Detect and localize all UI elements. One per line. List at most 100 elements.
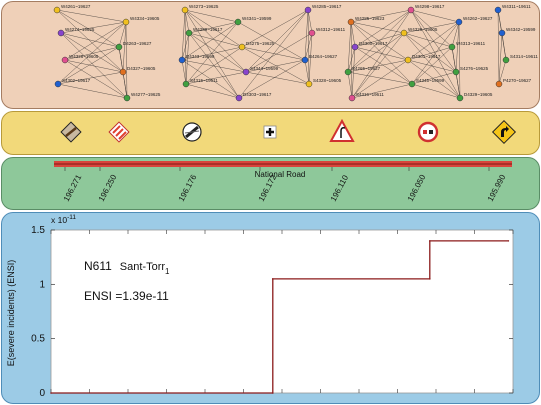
network-node-dot	[235, 94, 243, 102]
network-edge	[350, 21, 413, 85]
network-node[interactable]: W4325~19605	[400, 27, 438, 37]
network-edge	[241, 46, 306, 61]
road-tick-label: 196.271	[62, 173, 84, 203]
network-node[interactable]: P4270~19627	[495, 78, 532, 88]
network-edge	[57, 71, 124, 85]
network-node-label: S4314~19611	[510, 54, 538, 59]
network-node-dot	[455, 18, 463, 26]
network-node-dot	[502, 56, 510, 64]
network-node[interactable]: D4301~19617	[404, 54, 441, 64]
network-node-label: S4328~19605	[313, 78, 342, 83]
network-edge	[245, 59, 306, 73]
network-node[interactable]: W4312~19611	[308, 27, 346, 37]
traffic-signs-panel	[1, 111, 540, 155]
network-node[interactable]: W4289~19617	[185, 27, 223, 37]
network-node-label: D4327~19605	[127, 66, 156, 71]
network-node-label: W4312~19611	[316, 27, 346, 32]
network-node[interactable]: W4341~19599	[234, 16, 272, 26]
network-node-dot	[238, 43, 246, 51]
network-edge	[181, 21, 239, 61]
network-node[interactable]: S4345~19599	[408, 78, 445, 88]
network-node[interactable]: W4274~19625	[57, 27, 95, 37]
network-node-dot	[185, 29, 193, 37]
network-node-dot	[178, 56, 186, 64]
network-node[interactable]: W4326~19605	[61, 54, 99, 64]
network-edge	[351, 83, 413, 99]
network-edge	[184, 9, 240, 99]
network-node[interactable]: D4343~19599	[178, 54, 215, 64]
network-edge	[185, 32, 190, 85]
network-node-label: W4274~19625	[65, 27, 95, 32]
network-edge	[347, 59, 409, 73]
network-node[interactable]: S4328~19605	[305, 78, 342, 88]
network-node[interactable]: B4264~19627	[301, 54, 338, 64]
network-edge	[122, 21, 127, 73]
ensi-series-line	[51, 240, 509, 394]
network-node[interactable]: S4265~19627	[344, 66, 381, 76]
y-tick-label: 1	[39, 279, 45, 290]
network-node[interactable]: W4342~19599	[498, 27, 536, 37]
network-node[interactable]: D4327~19605	[119, 66, 156, 76]
network-node-dot	[54, 80, 62, 88]
network-node-dot	[119, 68, 127, 76]
ramp-sign-icon	[60, 121, 82, 143]
network-edge	[60, 32, 124, 73]
network-node[interactable]: W4277~19625	[123, 92, 161, 102]
network-node[interactable]: W4273~19625	[181, 4, 219, 14]
ensi-series-point	[271, 392, 274, 394]
incident-network-panel: W4261~19627 W4273~19625 W4285~19617 W4298~1…	[1, 1, 540, 109]
network-node[interactable]: W4262~19627	[455, 16, 493, 26]
ensi-series-point	[50, 392, 52, 394]
network-node[interactable]: W4298~19617	[407, 4, 445, 14]
network-edge	[64, 21, 127, 61]
network-node[interactable]: S4314~19611	[502, 54, 538, 64]
network-node-label: P4270~19627	[503, 78, 532, 83]
network-edge	[60, 32, 120, 48]
network-node[interactable]: S4276~19625	[452, 66, 489, 76]
network-node[interactable]: D4275~19625	[238, 41, 275, 51]
ensi-series-point	[429, 278, 431, 280]
network-edge	[354, 32, 405, 48]
network-node[interactable]: W4311~19611	[494, 4, 531, 14]
network-node-label: S4316~19611	[356, 92, 384, 97]
network-edge	[407, 59, 461, 99]
network-node-label: S4265~19627	[352, 66, 381, 71]
network-node[interactable]: D4300~19617	[351, 41, 388, 51]
network-node-dot	[123, 94, 131, 102]
network-node[interactable]: W4334~19605	[122, 16, 160, 26]
network-edge	[403, 32, 453, 48]
network-node[interactable]: W4261~19627	[53, 4, 91, 14]
network-node-label: W4326~19605	[69, 54, 99, 59]
network-node[interactable]: W4285~19617	[304, 4, 342, 14]
network-node[interactable]: S4316~19611	[348, 92, 384, 102]
network-edge	[181, 9, 186, 61]
network-edge	[57, 46, 120, 85]
network-edge	[181, 59, 247, 73]
network-node[interactable]: D4263~19627	[115, 41, 152, 51]
network-edge	[410, 9, 460, 23]
network-edge	[185, 21, 239, 85]
network-edge	[188, 21, 239, 34]
network-node[interactable]: S4302~19617	[54, 78, 91, 88]
network-node[interactable]: D4329~19605	[456, 92, 493, 102]
network-edge	[304, 59, 310, 85]
network-edge	[237, 21, 306, 61]
network-node[interactable]: W4285~19623	[347, 16, 385, 26]
network-edge	[407, 59, 457, 73]
network-edge	[57, 21, 127, 85]
network-edge	[181, 32, 190, 61]
network-edge	[498, 32, 503, 85]
network-edge	[241, 46, 310, 85]
network-edge	[64, 59, 124, 73]
network-node[interactable]: D4303~19617	[235, 92, 272, 102]
end-restriction-sign-icon	[182, 122, 202, 142]
network-node-dot	[351, 43, 359, 51]
network-edge	[351, 32, 405, 99]
y-exponent-label: x 10-11	[51, 214, 76, 225]
network-node[interactable]: S4344~19599	[242, 66, 279, 76]
network-node[interactable]: W4313~19611	[448, 41, 486, 51]
road-tick-label: 196.110	[329, 173, 351, 203]
network-edge	[410, 9, 453, 48]
network-node[interactable]: S4315~19611	[182, 78, 218, 88]
